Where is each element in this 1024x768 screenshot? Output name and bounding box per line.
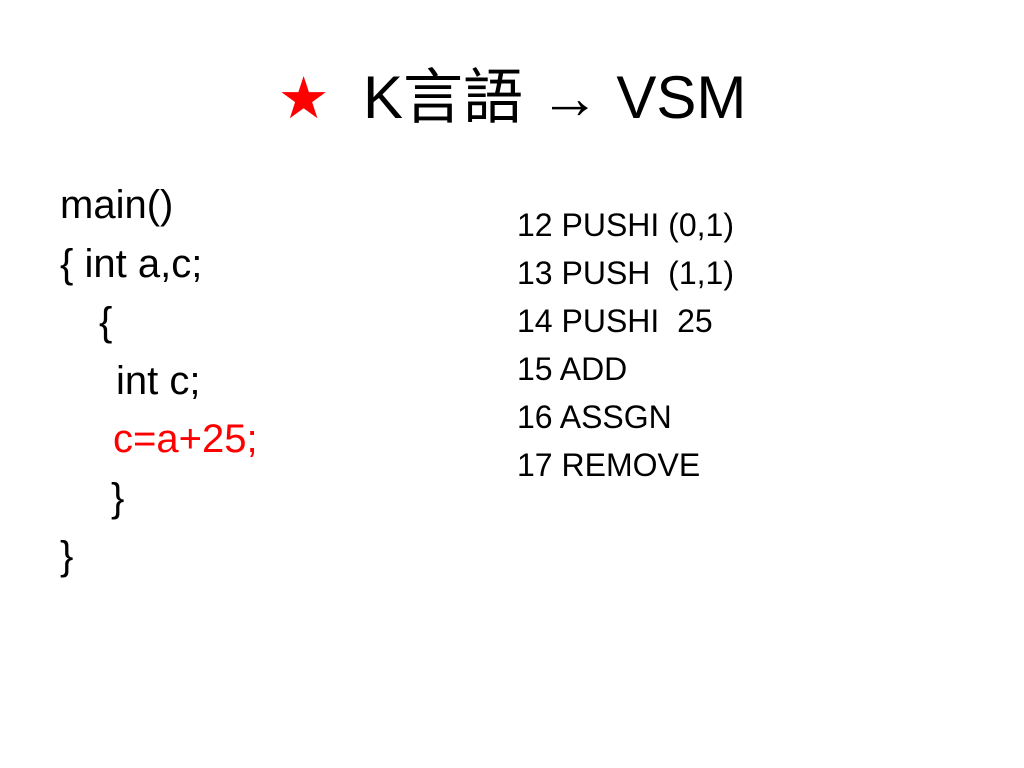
- code-line-main: main(): [60, 183, 174, 227]
- vsm-line-16: 16 ASSGN: [517, 399, 672, 435]
- code-line-inner-declaration: int c;: [116, 358, 201, 403]
- code-line-inner-close-brace: }: [111, 475, 125, 520]
- title-text: K言語 → VSM: [362, 64, 747, 131]
- vsm-line-15: 15 ADD: [517, 351, 628, 387]
- vsm-line-17: 17 REMOVE: [517, 447, 701, 483]
- vsm-line-13: 13 PUSH (1,1): [517, 255, 734, 291]
- slide-title: ★ K言語 → VSM: [0, 62, 1024, 134]
- vsm-code-block: 12 PUSHI (0,1) 13 PUSH (1,1) 14 PUSHI 25…: [517, 201, 957, 489]
- vsm-line-14: 14 PUSHI 25: [517, 303, 713, 339]
- code-line-outer-close-brace: }: [60, 534, 74, 578]
- vsm-line-12: 12 PUSHI (0,1): [517, 207, 734, 243]
- source-code-block: main() { int a,c; { int c; c=a+25; } }: [60, 176, 480, 586]
- code-line-inner-open-brace: {: [99, 300, 113, 344]
- code-line-declaration: { int a,c;: [60, 241, 203, 286]
- star-icon: ★: [277, 64, 330, 132]
- code-line-assignment: c=a+25;: [113, 417, 258, 461]
